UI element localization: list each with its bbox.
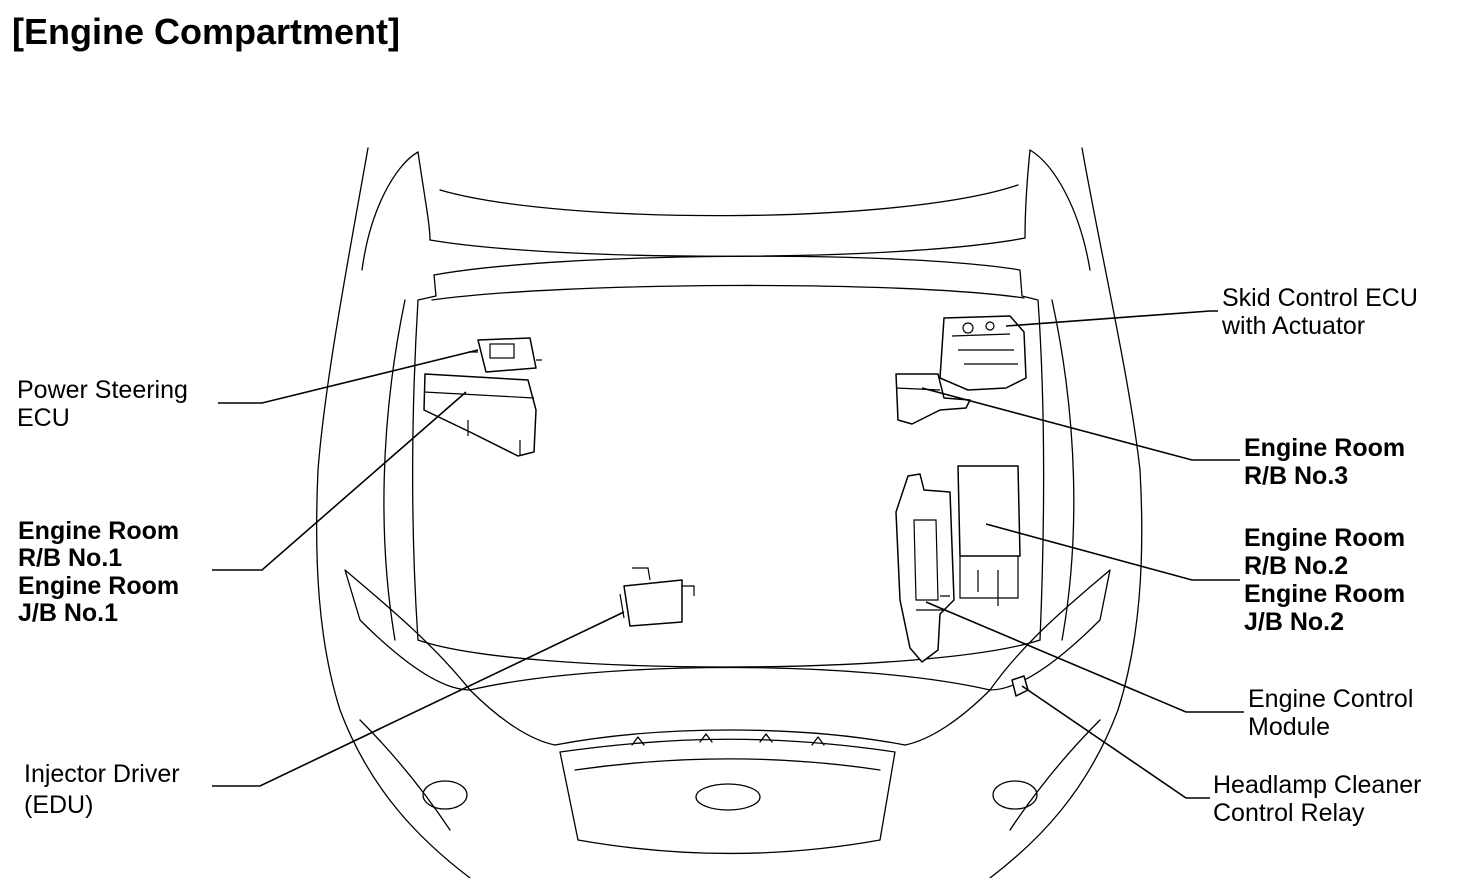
label-line: (EDU): [24, 791, 93, 819]
engine-room-rb3-part: [895, 373, 971, 425]
label-line: ECU: [17, 404, 70, 432]
engine-room-rb1-part: [423, 373, 537, 457]
label-line: R/B No.3: [1244, 462, 1348, 490]
label-line: Engine Room: [1244, 580, 1405, 608]
label-line: R/B No.2: [1244, 552, 1348, 580]
label-line: Engine Room: [18, 517, 179, 545]
label-line: Module: [1248, 713, 1330, 741]
power-steering-ecu-part: [468, 337, 542, 373]
page-title: [Engine Compartment]: [12, 11, 400, 52]
engine-room-rb2-part: [957, 465, 1021, 606]
leader-engine-room-rb1: [212, 391, 467, 571]
leader-power-steering-ecu: [218, 349, 479, 404]
label-engine-room-rb3: Engine Room R/B No.3: [1244, 434, 1405, 490]
label-line: Control Relay: [1213, 799, 1365, 827]
label-line: J/B No.1: [18, 599, 118, 627]
label-engine-room-rb2-jb2: Engine Room R/B No.2 Engine Room J/B No.…: [1244, 524, 1405, 636]
label-engine-control-module: Engine Control Module: [1248, 685, 1413, 741]
label-line: Skid Control ECU: [1222, 284, 1418, 312]
label-headlamp-cleaner-relay: Headlamp Cleaner Control Relay: [1213, 771, 1421, 827]
label-injector-driver: Injector Driver (EDU): [24, 760, 180, 819]
label-line: Engine Room: [1244, 524, 1405, 552]
injector-driver-part: [619, 567, 695, 627]
label-skid-control-ecu: Skid Control ECU with Actuator: [1221, 284, 1418, 340]
engine-control-module-part: [895, 473, 955, 663]
label-line: Engine Control: [1248, 685, 1413, 713]
label-line: Headlamp Cleaner: [1213, 771, 1421, 799]
headlamp-cleaner-relay-part: [1011, 675, 1029, 697]
skid-control-ecu-part: [939, 315, 1027, 391]
label-power-steering-ecu: Power Steering ECU: [17, 376, 188, 432]
label-line: J/B No.2: [1244, 608, 1344, 636]
leader-engine-room-rb3: [921, 387, 1240, 461]
label-line: Engine Room: [18, 572, 179, 600]
leader-engine-room-rb2: [985, 523, 1240, 581]
leader-skid-control-ecu: [1005, 310, 1218, 327]
label-line: R/B No.1: [18, 544, 122, 572]
label-engine-room-rb1-jb1: Engine Room R/B No.1 Engine Room J/B No.…: [18, 517, 179, 627]
car-outline: [316, 147, 1143, 879]
leader-injector-driver: [212, 611, 625, 787]
label-line: Engine Room: [1244, 434, 1405, 462]
leader-headlamp-cleaner-relay: [1021, 685, 1210, 799]
leader-engine-control-module: [925, 601, 1244, 713]
label-line: Power Steering: [17, 376, 188, 404]
label-line: Injector Driver: [24, 760, 180, 788]
leader-lines: [212, 310, 1244, 799]
label-line: with Actuator: [1221, 312, 1365, 340]
